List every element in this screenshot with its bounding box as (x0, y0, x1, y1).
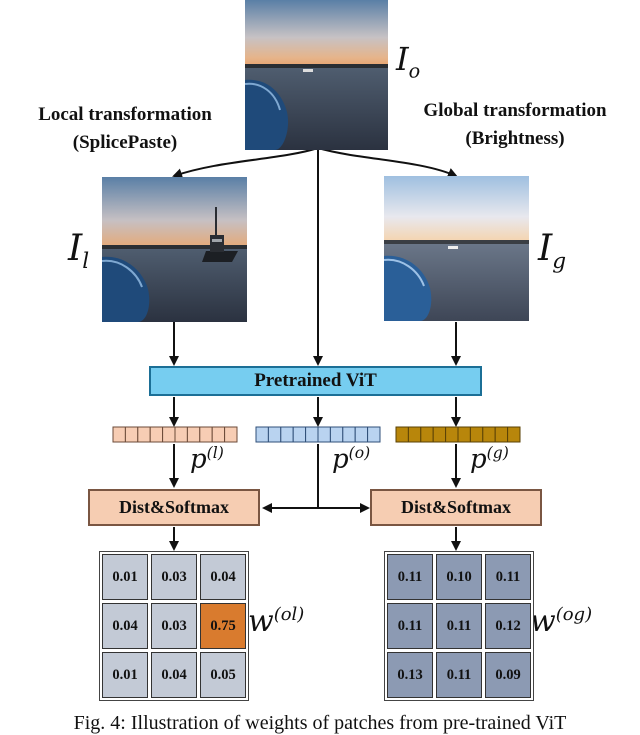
weight-cell: 0.09 (485, 652, 531, 698)
weight-cell: 0.05 (200, 652, 246, 698)
patch-token (457, 426, 471, 443)
local-transformed-image (102, 177, 247, 322)
weight-cell: 0.11 (387, 554, 433, 600)
patch-token (445, 426, 459, 443)
patch-token (174, 426, 188, 443)
weight-cell: 0.11 (436, 603, 482, 649)
patch-token (342, 426, 356, 443)
patch-token (224, 426, 238, 443)
symbol-w-og: w(og) (530, 604, 593, 639)
patch-token (420, 426, 434, 443)
weight-cell: 0.11 (485, 554, 531, 600)
patch-token (305, 426, 319, 443)
pretrained-vit-box: Pretrained ViT (149, 366, 482, 396)
weight-cell: 0.04 (151, 652, 197, 698)
weight-cell: 0.01 (102, 652, 148, 698)
patch-token (407, 426, 422, 443)
weight-cell: 0.11 (436, 652, 482, 698)
patch-token (186, 426, 201, 443)
patch-token (211, 426, 226, 443)
dist-softmax-box-left: Dist&Softmax (88, 489, 260, 526)
patch-token (124, 426, 139, 443)
weight-cell: 0.03 (151, 554, 197, 600)
symbol-i-o: Io (396, 40, 421, 83)
symbol-i-g: Ig (538, 228, 567, 275)
patch-token (494, 426, 509, 443)
symbol-p-g: p(g) (470, 444, 509, 475)
patch-token (507, 426, 521, 443)
weight-cell: 0.04 (102, 603, 148, 649)
weight-cell: 0.75 (200, 603, 246, 649)
global-transformed-image (384, 176, 529, 321)
symbol-p-o: p(o) (332, 444, 371, 475)
weight-cell: 0.12 (485, 603, 531, 649)
patch-token (395, 426, 409, 443)
patch-token (432, 426, 447, 443)
weight-cell: 0.01 (102, 554, 148, 600)
patch-tokens-local (112, 426, 238, 443)
patch-token (280, 426, 294, 443)
patch-token (255, 426, 269, 443)
patch-token (112, 426, 126, 443)
patch-tokens-original (255, 426, 381, 443)
arrow-to-local-image (172, 147, 319, 179)
patch-token (469, 426, 484, 443)
arrow-to-global-image (317, 147, 458, 178)
dist-softmax-box-right: Dist&Softmax (370, 489, 542, 526)
symbol-w-ol: w(ol) (248, 604, 305, 639)
patch-token (354, 426, 369, 443)
patch-token (137, 426, 151, 443)
patch-token (367, 426, 381, 443)
original-image (245, 0, 388, 150)
weight-cell: 0.03 (151, 603, 197, 649)
figure-caption: Fig. 4: Illustration of weights of patch… (73, 712, 567, 734)
symbol-i-l: Il (68, 228, 90, 275)
patch-token (329, 426, 344, 443)
patch-token (162, 426, 176, 443)
patch-token (267, 426, 282, 443)
symbol-p-l: p(l) (190, 444, 224, 475)
patch-token (292, 426, 307, 443)
weight-cell: 0.04 (200, 554, 246, 600)
patch-tokens-global (395, 426, 521, 443)
patch-token (199, 426, 213, 443)
local-transformation-label: Local transformation (SplicePaste) (38, 104, 212, 153)
weight-cell: 0.13 (387, 652, 433, 698)
patch-token (482, 426, 496, 443)
global-transformation-label: Global transformation (Brightness) (423, 100, 607, 149)
weight-cell: 0.10 (436, 554, 482, 600)
patch-token (149, 426, 164, 443)
patch-token (317, 426, 331, 443)
weight-cell: 0.11 (387, 603, 433, 649)
